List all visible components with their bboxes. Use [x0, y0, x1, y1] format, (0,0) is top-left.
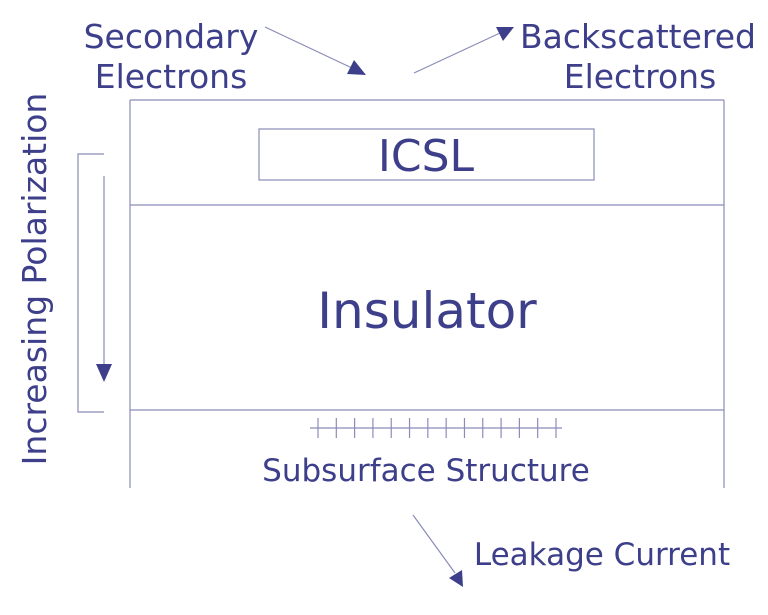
backscattered-electrons-label-line1: Backscattered: [520, 17, 756, 56]
icsl-label: ICSL: [378, 131, 475, 182]
layer-structure: [129, 99, 725, 488]
backscattered-electrons-label-line2: Electrons: [564, 57, 717, 96]
polarization-arrow: [96, 176, 112, 382]
polarization-bracket: [77, 153, 104, 413]
secondary-electrons-label-line1: Secondary: [84, 17, 259, 56]
increasing-polarization-label: Increasing Polarization: [15, 93, 54, 466]
subsurface-structure-label: Subsurface Structure: [262, 453, 590, 489]
leakage-current-label: Leakage Current: [474, 537, 730, 573]
secondary-electrons-label-line2: Electrons: [95, 57, 248, 96]
secondary-electrons-arrow: [264, 26, 366, 75]
leakage-current-arrow: [412, 514, 463, 587]
icsl-box: [258, 128, 595, 181]
subsurface-charge-markers: [310, 418, 562, 438]
backscattered-electrons-arrow: [413, 27, 514, 74]
insulator-label: Insulator: [317, 282, 537, 340]
